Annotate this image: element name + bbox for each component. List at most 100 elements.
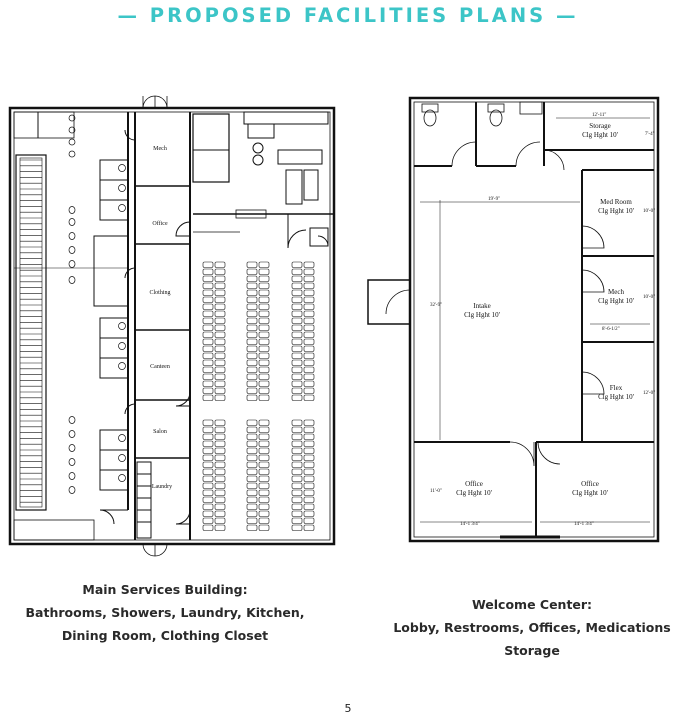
dining-chair — [202, 503, 214, 510]
dining-chair — [258, 440, 270, 447]
dim-storage-side: 7'-4" — [645, 132, 655, 137]
dining-chair — [214, 482, 226, 489]
dining-chair — [291, 275, 303, 282]
dining-chair — [291, 289, 303, 296]
dining-chair — [291, 524, 303, 531]
dining-chair — [214, 261, 226, 268]
dining-chair — [214, 338, 226, 345]
dining-chair — [246, 310, 258, 317]
dining-chair — [258, 454, 270, 461]
dining-chair — [303, 433, 315, 440]
welcome-center-floor-plan: 12'-11" 19'-9" 32'-9" 7'-4" 10'-0" 10'-0… — [367, 96, 660, 543]
toilet-fixture — [68, 276, 76, 284]
dining-chair — [303, 331, 315, 338]
dining-chair — [202, 387, 214, 394]
dining-chair — [291, 352, 303, 359]
dining-chair — [291, 426, 303, 433]
dining-chair — [246, 503, 258, 510]
dining-chair — [246, 524, 258, 531]
dining-chair — [258, 303, 270, 310]
dining-chair — [202, 447, 214, 454]
dining-chair — [246, 482, 258, 489]
dining-chair — [202, 510, 214, 517]
dining-chair — [202, 394, 214, 401]
dining-chair — [303, 475, 315, 482]
dining-chair — [214, 426, 226, 433]
dining-chair — [258, 475, 270, 482]
dining-chair — [291, 324, 303, 331]
dining-chair — [303, 324, 315, 331]
toilet-fixture — [68, 430, 76, 438]
dining-chair — [246, 440, 258, 447]
dining-chair — [214, 503, 226, 510]
dining-chair — [258, 489, 270, 496]
welcome-center-caption-line-1: Welcome Center: — [471, 597, 593, 612]
room-ceiling-office-right: Clg Hght 10' — [572, 489, 608, 497]
dining-chair — [303, 296, 315, 303]
dining-chair — [214, 345, 226, 352]
dining-chair — [214, 440, 226, 447]
room-label-canteen: Canteen — [150, 364, 170, 370]
dining-chair — [258, 310, 270, 317]
room-ceiling-med-room: Clg Hght 10' — [598, 207, 634, 215]
dining-chair — [291, 338, 303, 345]
dining-chair — [214, 366, 226, 373]
dining-chair — [291, 394, 303, 401]
room-label-clothing: Clothing — [149, 290, 170, 296]
dining-chair — [258, 282, 270, 289]
dining-chair — [291, 482, 303, 489]
dining-chair — [214, 352, 226, 359]
sink-fixture — [118, 454, 126, 462]
dining-chair — [291, 373, 303, 380]
dining-chair — [291, 510, 303, 517]
dining-chair — [246, 373, 258, 380]
dining-chair — [246, 419, 258, 426]
dining-chair — [303, 310, 315, 317]
dim-mech-width: 8'-6-1/2" — [602, 327, 620, 332]
toilet-fixture — [68, 444, 76, 452]
dining-chair — [291, 517, 303, 524]
sink-fixture — [68, 114, 76, 122]
dining-chair — [246, 454, 258, 461]
dining-chair — [246, 517, 258, 524]
dining-chair — [246, 366, 258, 373]
room-label-office-left: Office — [465, 480, 483, 488]
dining-chair — [303, 366, 315, 373]
dining-chair — [214, 489, 226, 496]
toilet-fixture — [68, 416, 76, 424]
dining-chair — [303, 359, 315, 366]
dining-chair — [214, 275, 226, 282]
dining-chair — [202, 317, 214, 324]
dining-chair — [291, 387, 303, 394]
main-services-floor-plan: Mech Office Clothing Canteen Salon Laund… — [8, 95, 336, 557]
dining-chair — [258, 289, 270, 296]
dining-chair — [202, 475, 214, 482]
dining-chair — [303, 426, 315, 433]
dining-chair — [258, 359, 270, 366]
dining-chair — [303, 317, 315, 324]
dining-chair — [202, 433, 214, 440]
toilet-fixture — [68, 218, 76, 226]
dining-chair — [246, 324, 258, 331]
dining-chair — [258, 352, 270, 359]
dining-chair — [291, 475, 303, 482]
dining-chair — [303, 454, 315, 461]
dining-chair — [246, 282, 258, 289]
dim-office-left-width: 14'-1 3/4" — [460, 522, 480, 527]
dining-chair — [202, 496, 214, 503]
dining-chair — [214, 468, 226, 475]
dining-chair — [214, 317, 226, 324]
toilet-fixture — [68, 206, 76, 214]
sink-fixture — [68, 126, 76, 134]
toilet-fixture — [68, 232, 76, 240]
room-label-mech: Mech — [608, 288, 624, 296]
dining-chair — [303, 517, 315, 524]
dining-chair — [258, 482, 270, 489]
dining-chair — [258, 296, 270, 303]
dining-chair — [258, 324, 270, 331]
dining-chair — [291, 419, 303, 426]
dining-chair — [258, 524, 270, 531]
dining-chair — [202, 489, 214, 496]
dining-chair — [214, 461, 226, 468]
dining-chair — [258, 268, 270, 275]
